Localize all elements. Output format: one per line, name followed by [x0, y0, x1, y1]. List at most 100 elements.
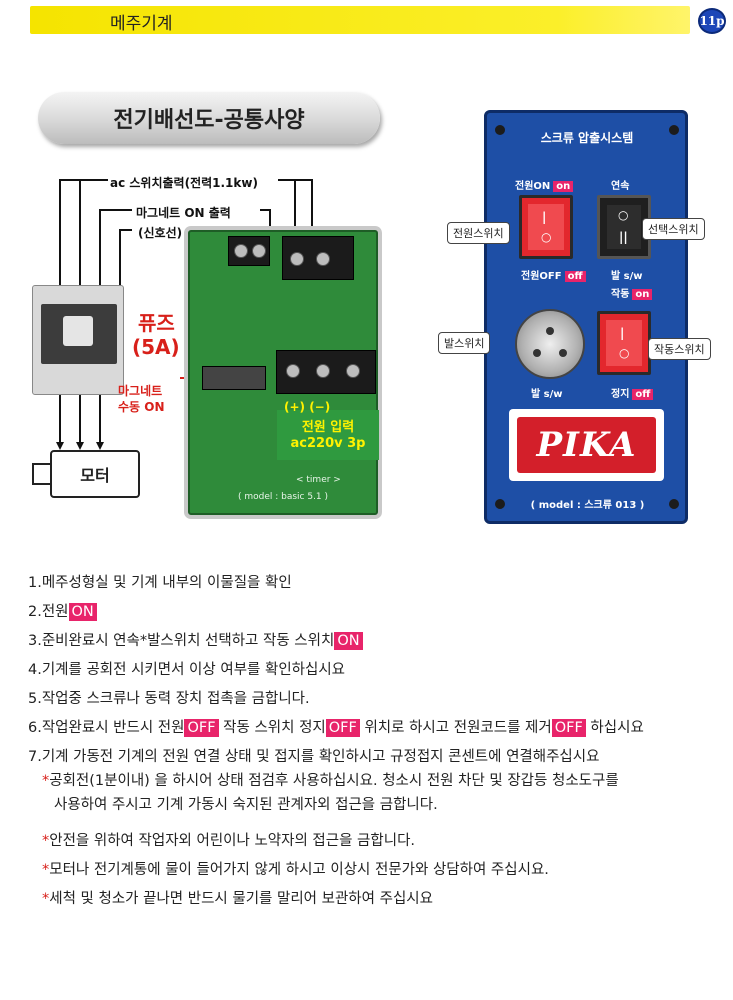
operate-text: 작동 — [611, 289, 630, 300]
section-title: 전기배선도-공통사양 — [113, 108, 305, 133]
note-4-text: 세척 및 청소가 끝나면 반드시 물기를 말리어 보관하여 주십시요 — [49, 891, 433, 907]
foot-sw-label-top: 발 s/w — [611, 271, 643, 282]
power-on-badge: on — [553, 181, 574, 192]
note-4: *세척 및 청소가 끝나면 반드시 물기를 말리어 보관하여 주십시요 — [28, 889, 728, 918]
power-input-title: 전원 입력 — [301, 420, 355, 435]
header-bar: 메주기계 — [30, 6, 690, 34]
operate-switch-rocker — [606, 320, 642, 366]
panel-bolt — [495, 125, 505, 135]
wiring-diagram: ac 스위치출력(전력1.1kw) 마그네트 ON 출력 (신호선) 퓨즈 (5… — [20, 170, 400, 530]
fuse-holder — [202, 366, 266, 390]
note-2: *안전을 위하여 작업자외 어린이나 노약자의 접근을 금합니다. — [28, 831, 728, 860]
panel-title: 스크류 압출시스템 — [540, 131, 634, 145]
board-model-label: ( model : basic 5.1 ) — [237, 492, 329, 502]
terminal-screw — [286, 364, 300, 378]
terminal-screw — [316, 252, 330, 266]
callout-select-switch: 선택스위치 — [642, 218, 705, 240]
note-3: *모터나 전기계통에 물이 들어가지 않게 하시고 이상시 전문가와 상담하여 … — [28, 860, 728, 889]
panel-bolt — [495, 499, 505, 509]
operate-switch[interactable]: | ○ — [597, 311, 651, 375]
magnetic-contactor — [32, 285, 124, 395]
terminal-screw — [316, 364, 330, 378]
connector-pin — [559, 349, 567, 357]
instruction-3-text: 3.준비완료시 연속*발스위치 선택하고 작동 스위치 — [28, 633, 335, 649]
note-star: * — [42, 833, 50, 849]
instruction-6-part-b: 작동 스위치 정지 — [218, 720, 326, 736]
power-polarity: (+) (−) — [284, 400, 331, 414]
label-motor: 모터 — [80, 466, 110, 485]
switch-on-mark-icon: | — [620, 326, 625, 340]
power-on-text: 전원ON — [515, 181, 551, 192]
terminal-screw — [252, 244, 266, 258]
switch-on-mark-icon: | — [542, 210, 547, 224]
panel-model-label: ( model : 스크류 013 ) — [530, 500, 645, 511]
callout-power-switch: 전원스위치 — [447, 222, 510, 244]
select-switch-rocker — [607, 205, 641, 249]
callout-foot-switch: 발스위치 — [438, 332, 491, 354]
note-star: * — [42, 773, 50, 789]
connector-pin — [546, 327, 554, 335]
label-magnet-manual: 마그네트 — [118, 384, 163, 398]
note-1-line-2: 사용하여 주시고 기계 가동시 숙지된 관계자외 접근을 금합니다. — [54, 797, 438, 813]
instruction-6-part-d: 하십시요 — [585, 720, 644, 736]
note-3-text: 모터나 전기계통에 물이 들어가지 않게 하시고 이상시 전문가와 상담하여 주… — [49, 862, 549, 878]
motor-box: 모터 — [50, 450, 140, 498]
note-2-text: 안전을 위하여 작업자외 어린이나 노약자의 접근을 금합니다. — [49, 833, 416, 849]
switch-off-mark-icon: ○ — [619, 346, 630, 360]
power-input-box — [277, 410, 379, 460]
terminal-screw — [346, 364, 360, 378]
section-title-pill: 전기배선도-공통사양 — [38, 92, 380, 144]
motor-shaft — [32, 463, 52, 485]
board-timer-label: < timer > — [296, 475, 341, 485]
contactor-knob — [63, 316, 93, 346]
page-number-badge: 11p — [698, 8, 726, 34]
callout-operate-switch: 작동스위치 — [648, 338, 711, 360]
highlight-on: ON — [68, 603, 97, 621]
highlight-off: OFF — [551, 719, 586, 737]
power-switch[interactable]: | ○ — [519, 195, 573, 259]
power-switch-rocker — [528, 204, 564, 250]
highlight-on: ON — [334, 632, 363, 650]
switch-off-mark-icon: ○ — [618, 208, 629, 222]
note-1: *공회전(1분이내) 을 하시어 상태 점검후 사용하십시요. 청소시 전원 차… — [28, 771, 728, 795]
label-signal-line: (신호선) — [138, 226, 183, 240]
note-1-line-1: 공회전(1분이내) 을 하시어 상태 점검후 사용하십시요. 청소시 전원 차단… — [49, 773, 619, 789]
label-magnet-manual-on: 수동 ON — [118, 400, 165, 414]
power-off-text: 전원OFF — [521, 271, 562, 282]
instruction-7: 7.기계 가동전 기계의 전원 연결 상태 및 접지를 확인하시고 규정접지 콘… — [28, 749, 600, 765]
instruction-6-part-c: 위치로 하시고 전원코드를 제거 — [359, 720, 552, 736]
brand-logo: PIKA — [517, 417, 656, 473]
highlight-off: OFF — [325, 719, 360, 737]
note-star: * — [42, 891, 50, 907]
brand-plate: PIKA — [509, 409, 664, 481]
instruction-1: 1.메주성형실 및 기계 내부의 이물질을 확인 — [28, 575, 292, 591]
panel-bolt — [669, 125, 679, 135]
instruction-4: 4.기계를 공회전 시키면서 이상 여부를 확인하십시요 — [28, 662, 346, 678]
power-off-badge: off — [564, 271, 586, 282]
foot-sw-label-bottom: 발 s/w — [531, 389, 563, 400]
power-input-spec: ac220v 3p — [290, 436, 366, 451]
label-fuse: 퓨즈 — [138, 311, 175, 335]
operate-badge: on — [632, 289, 653, 300]
foot-switch-connector[interactable] — [515, 309, 585, 379]
note-star: * — [42, 862, 50, 878]
panel-bolt — [669, 499, 679, 509]
stop-badge: off — [632, 389, 654, 400]
select-switch[interactable]: ○ || — [597, 195, 651, 259]
connector-pin — [533, 349, 541, 357]
label-magnet-on-output: 마그네트 ON 출력 — [136, 206, 231, 220]
continuous-label: 연속 — [611, 181, 630, 192]
terminal-screw — [234, 244, 248, 258]
header-title: 메주기계 — [110, 14, 173, 34]
instruction-5: 5.작업중 스크류나 동력 장치 접촉을 금합니다. — [28, 691, 310, 707]
label-ac-switch-output: ac 스위치출력(전력1.1kw) — [110, 176, 258, 190]
